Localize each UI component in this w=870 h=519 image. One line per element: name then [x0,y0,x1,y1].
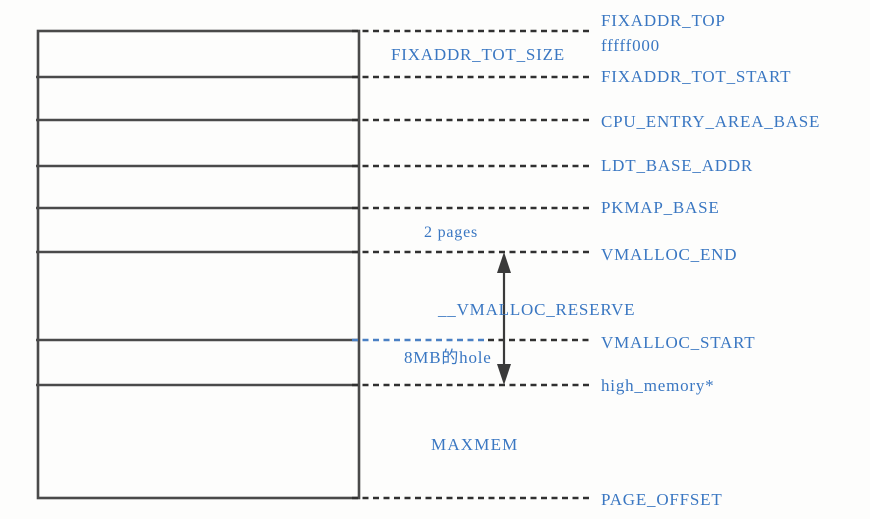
label-pkmap-base: PKMAP_BASE [601,198,720,217]
label-fixaddr-top: FIXADDR_TOP [601,11,726,30]
label-vmalloc-start: VMALLOC_START [601,333,756,352]
label-fixaddr-tot-size: FIXADDR_TOT_SIZE [391,45,565,64]
leader-lines [352,29,593,500]
vmalloc-reserve-arrow [497,252,511,385]
memory-box-outline [36,29,361,500]
label-two-pages: 2 pages [424,224,479,241]
label-ldt-base-addr: LDT_BASE_ADDR [601,156,754,175]
label-page-offset: PAGE_OFFSET [601,490,723,509]
label-maxmem: MAXMEM [431,435,519,454]
arrow-head-up-icon [497,252,511,273]
label-vmalloc-reserve: __VMALLOC_RESERVE [438,300,636,319]
label-fixaddr-top-value: fffff000 [601,36,660,55]
label-8mb-hole: 8MB的hole [404,348,492,367]
arrow-head-down-icon [497,364,511,385]
label-high-memory: high_memory* [601,376,715,395]
label-vmalloc-end: VMALLOC_END [601,245,738,264]
memory-box-dividers [36,75,359,387]
label-fixaddr-tot-start: FIXADDR_TOT_START [601,67,792,86]
label-cpu-entry-area-base: CPU_ENTRY_AREA_BASE [601,112,821,131]
